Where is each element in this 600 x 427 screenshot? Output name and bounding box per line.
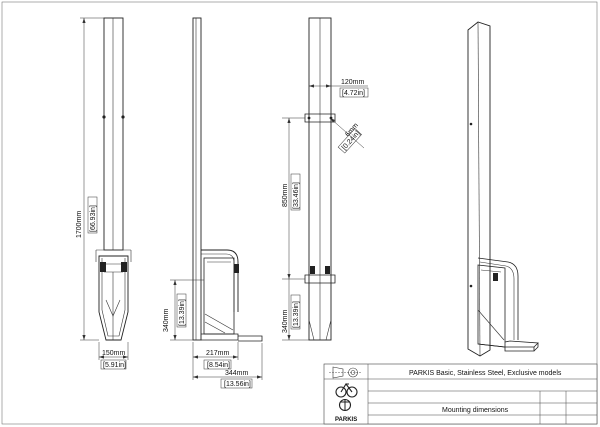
front-view: [95, 17, 132, 341]
dim-low-height-in: [13.39in]: [293, 301, 300, 328]
dim-height-total-mm: 1700mm: [76, 211, 83, 238]
dim-total-depth-mm: 344mm: [225, 370, 249, 377]
dim-low-height-mm: 340mm: [282, 309, 289, 333]
dim-top-width-in: [4.72in]: [342, 90, 365, 97]
rear-view: [304, 17, 336, 341]
dim-rack-height-in: [13.39in]: [179, 299, 186, 326]
drawing-title: Mounting dimensions: [442, 407, 509, 414]
projection-symbol-icon: [329, 366, 362, 379]
dim-depth-mm: 217mm: [206, 350, 230, 357]
dim-rack-height: 340mm [13.39in]: [163, 279, 204, 341]
dim-top-width: 120mm [4.72in]: [308, 78, 369, 112]
logo-text: PARKIS: [335, 417, 357, 423]
dim-top-width-mm: 120mm: [341, 79, 365, 86]
dim-hook-height-in: [33.46in]: [293, 182, 300, 209]
dim-base-width-mm: 150mm: [102, 350, 126, 357]
dim-hook-height: 850mm [33.46in]: [282, 117, 305, 280]
dim-base-width-in: [5.91in]: [103, 362, 126, 369]
dim-hook-height-mm: 850mm: [282, 183, 289, 207]
dim-gap: 6mm [0.24in]: [329, 117, 365, 154]
isometric-view: [467, 21, 539, 357]
dim-height-total-in: [66.93in]: [90, 205, 97, 232]
dim-base-width: 150mm [5.91in]: [98, 342, 129, 370]
title-block: PARKIS PARKIS Basic, Stainless Steel, Ex…: [323, 363, 598, 425]
dim-depth-in: [8.54in]: [207, 362, 230, 369]
dim-total-depth-in: [13.56in]: [224, 381, 251, 388]
dim-low-height: 340mm [13.39in]: [282, 279, 309, 341]
product-title: PARKIS Basic, Stainless Steel, Exclusive…: [409, 370, 562, 377]
parkis-logo-icon: PARKIS: [335, 383, 358, 423]
dim-total-depth: 344mm [13.56in]: [193, 343, 263, 389]
dim-rack-height-mm: 340mm: [163, 308, 170, 332]
dim-depth: 217mm [8.54in]: [192, 342, 239, 380]
side-view: [192, 17, 263, 342]
dim-height-total: 1700mm [66.93in]: [76, 17, 104, 341]
